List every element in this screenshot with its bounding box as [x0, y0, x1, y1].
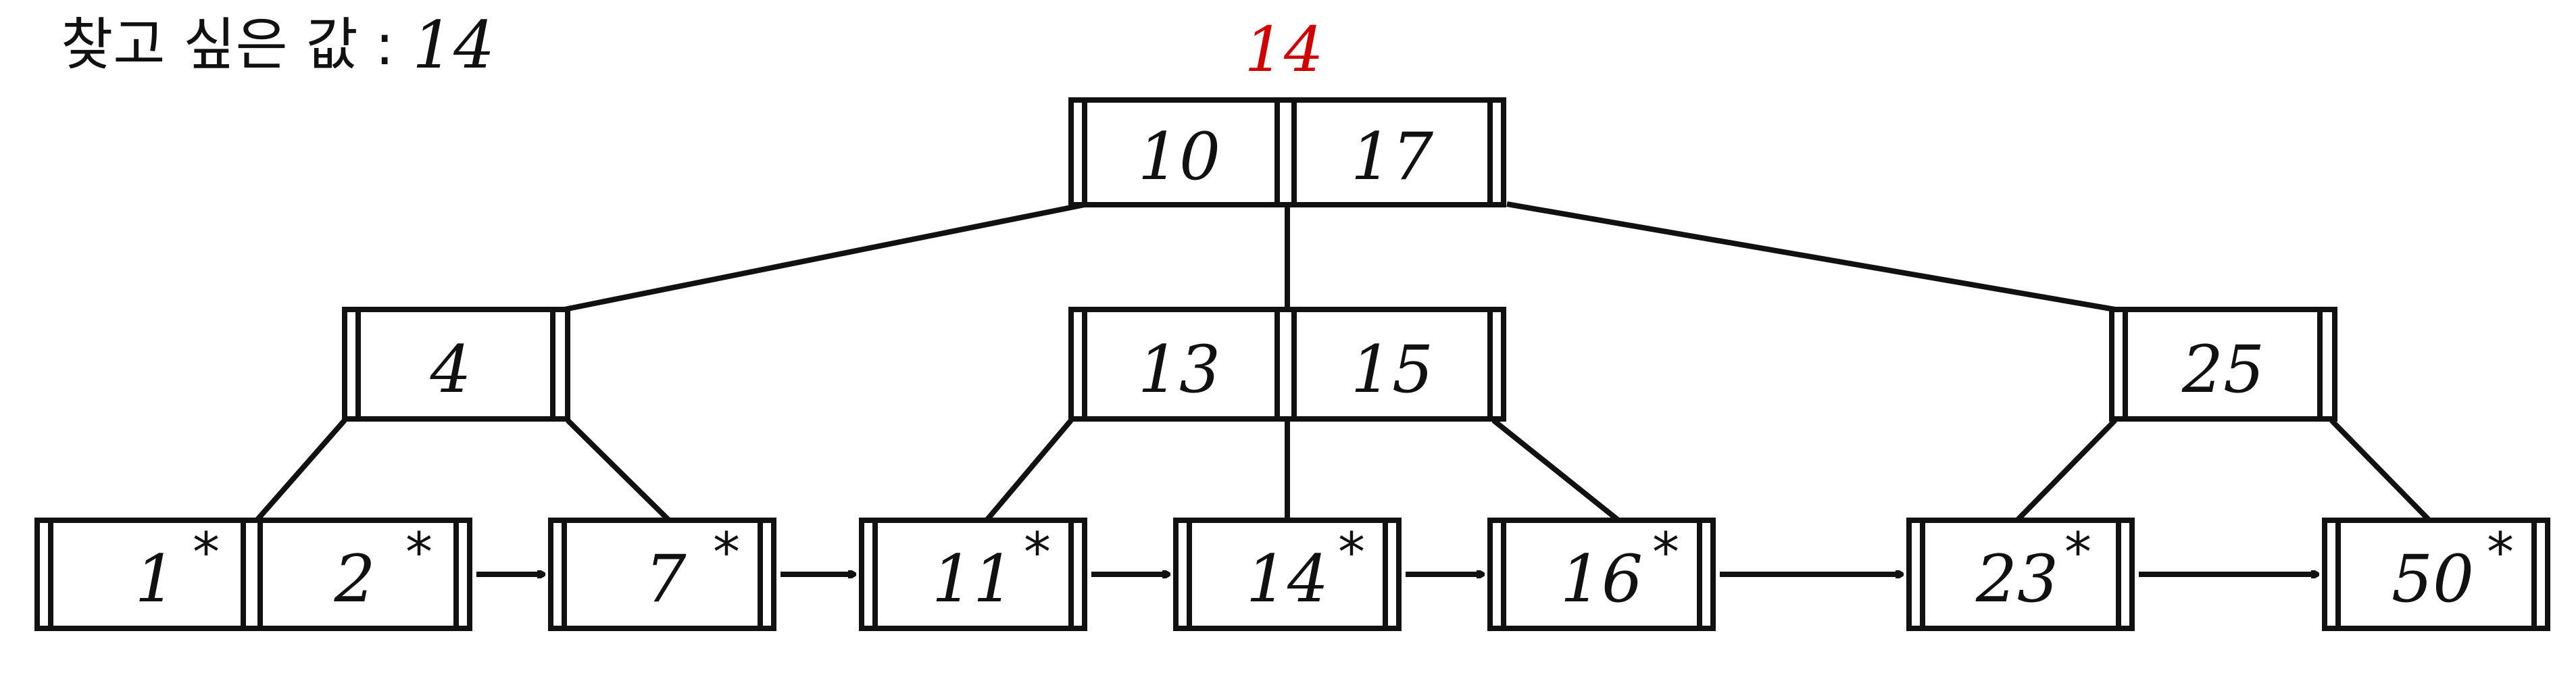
leaf-11-box [859, 518, 1087, 631]
leaf-50-box [2322, 518, 2550, 631]
internal-node-4-box [342, 307, 570, 422]
leaf-star-14: * [1338, 521, 1365, 584]
leaf-14-box [1173, 518, 1402, 631]
edge-node25-leaf23 [2015, 418, 2117, 522]
search-title-value: 14 [412, 7, 495, 83]
leaf-nodes [34, 518, 2550, 631]
leaf-1-2-box [34, 518, 472, 631]
leaf-key-16: 16 [1560, 541, 1643, 617]
edge-node25-leaf50 [2329, 418, 2431, 522]
internal-node-13-15-box [1068, 307, 1506, 422]
internal-node-25 [2109, 307, 2337, 422]
root-node-box [1068, 97, 1506, 207]
leaf-star-7: * [713, 521, 740, 584]
root-key-1: 10 [1138, 119, 1220, 195]
leaf-7-box [548, 518, 776, 631]
edge-root-left [564, 201, 1089, 312]
leaf-star-11: * [1024, 521, 1051, 584]
internal-4-key: 4 [429, 332, 471, 407]
leaf-star-2: * [405, 521, 432, 584]
leaf-key-23: 23 [1975, 541, 2058, 617]
root-node [1068, 97, 1506, 207]
leaf-star-50: * [2487, 521, 2514, 584]
internal-13-key: 13 [1138, 332, 1220, 407]
tree-edges [254, 201, 2431, 523]
internal-node-13-15 [1068, 307, 1506, 422]
root-key-2: 17 [1351, 119, 1433, 195]
leaf-key-50: 50 [2392, 541, 2474, 617]
leaf-star-16: * [1652, 521, 1679, 584]
leaf-16-box [1487, 518, 1716, 631]
leaf-star-23: * [2064, 521, 2091, 584]
internal-node-25-box [2109, 307, 2337, 422]
edge-node15-leaf16 [1491, 418, 1620, 523]
search-title-separator: : [375, 11, 394, 78]
leaf-key-14: 14 [1246, 541, 1329, 617]
leaf-23-box [1906, 518, 2135, 631]
leaf-key-2: 2 [333, 541, 375, 617]
edge-node4-leaf7 [566, 418, 671, 522]
leaf-key-1: 1 [134, 541, 176, 617]
leaf-star-1: * [193, 521, 220, 584]
leaf-key-11: 11 [932, 541, 1014, 617]
search-title-label: 찾고 싶은 값 [61, 11, 358, 78]
internal-25-key: 25 [2181, 332, 2264, 407]
edge-root-right [1506, 201, 2116, 312]
internal-15-key: 15 [1351, 332, 1433, 407]
edge-node4-leaf1 [254, 418, 347, 522]
search-key-marker: 14 [1244, 14, 1323, 86]
edge-node13-leaf11 [984, 418, 1074, 522]
leaf-key-7: 7 [645, 541, 686, 617]
internal-node-4 [342, 307, 570, 422]
